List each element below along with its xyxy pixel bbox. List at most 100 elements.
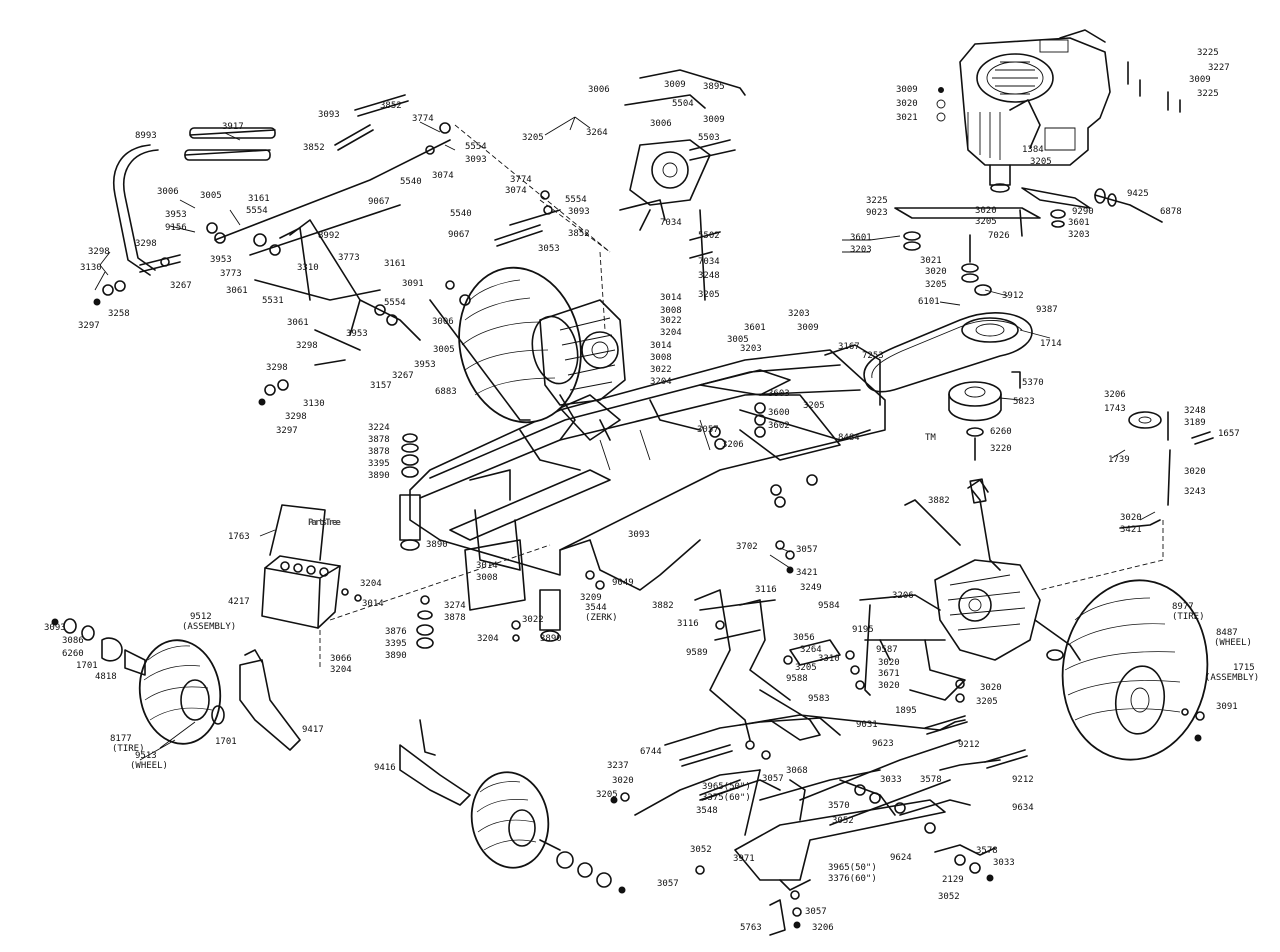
part-label: 3298 <box>88 247 110 257</box>
part-label: 3225 <box>1197 48 1219 58</box>
part-label: 3205 <box>596 790 618 800</box>
part-label: 8992 <box>318 231 340 241</box>
part-label: 3243 <box>1184 487 1206 497</box>
part-label: 3953 <box>210 255 232 265</box>
part-label: 3548 <box>696 806 718 816</box>
engine-mount-plate <box>894 207 1041 219</box>
part-label: 3298 <box>296 341 318 351</box>
part-label: 9583 <box>808 694 830 704</box>
part-label: 1657 <box>1218 429 1240 439</box>
engine-pto-shaft <box>1094 194 1163 223</box>
part-label: 3890 <box>385 651 407 661</box>
deck-hanger-frame <box>734 769 946 936</box>
part-label: 3209 <box>580 593 602 603</box>
part-label: 9513 <box>135 751 157 761</box>
part-label: 3020 <box>925 267 947 277</box>
battery <box>261 555 341 629</box>
part-label: 3267 <box>170 281 192 291</box>
part-label: 3220 <box>990 444 1012 454</box>
part-label: 3895 <box>703 82 725 92</box>
hand-control-bar <box>113 127 276 276</box>
part-label: 9634 <box>1012 803 1034 813</box>
part-label: 3093 <box>568 207 590 217</box>
tie-rods <box>634 714 1001 856</box>
part-label: 3206 <box>812 923 834 933</box>
part-label: 3249 <box>800 583 822 593</box>
part-label: 3204 <box>330 665 352 675</box>
part-label: 3204 <box>360 579 382 589</box>
part-label: 3774 <box>510 175 532 185</box>
rear-left-wheel <box>458 266 582 424</box>
part-label: 3021 <box>896 113 918 123</box>
front-center-wheel <box>470 771 550 869</box>
part-label: 3953 <box>165 210 187 220</box>
part-label: 3204 <box>650 377 672 387</box>
control-shafts <box>139 139 531 421</box>
engine-isolators <box>903 209 1066 296</box>
fuel-tank-bracket <box>464 539 526 611</box>
part-label: 3375(60") <box>702 793 751 803</box>
part-label: 3878 <box>368 435 390 445</box>
battery-holddown <box>269 504 326 561</box>
part-label: 5540 <box>400 177 422 187</box>
part-label: 3310 <box>297 263 319 273</box>
part-label: 3298 <box>285 412 307 422</box>
part-label: 9049 <box>612 578 634 588</box>
front-center-hardware <box>539 839 626 894</box>
part-label: 3009 <box>664 80 686 90</box>
part-label: 3014 <box>362 599 384 609</box>
watermark: PartsTree <box>308 518 341 528</box>
part-label: 7026 <box>988 231 1010 241</box>
part-label: 3203 <box>1068 230 1090 240</box>
part-label: 3008 <box>650 353 672 363</box>
seat-springs <box>399 433 561 649</box>
part-label: 6101 <box>918 297 940 307</box>
part-label: 3022 <box>650 365 672 375</box>
part-label: 9023 <box>866 208 888 218</box>
part-label: 6260 <box>62 649 84 659</box>
part-label: 9512 <box>190 612 212 622</box>
part-label: 1714 <box>1040 339 1062 349</box>
part-label: 3917 <box>222 122 244 132</box>
part-label: 3057 <box>762 774 784 784</box>
part-label: 5554 <box>246 206 268 216</box>
part-label: 3206 <box>892 591 914 601</box>
part-label: 3203 <box>788 309 810 319</box>
part-label: 3601 <box>744 323 766 333</box>
part-label: 3091 <box>402 279 424 289</box>
watermark-trademark: TM <box>925 433 936 443</box>
part-label: 3702 <box>736 542 758 552</box>
part-label: 3061 <box>226 286 248 296</box>
shift-lever <box>904 478 1001 571</box>
part-label: 3601 <box>1068 218 1090 228</box>
rear-right-wheel <box>1061 579 1209 761</box>
pivot-arm <box>859 594 966 701</box>
part-label: 1743 <box>1104 404 1126 414</box>
part-label: 9290 <box>1072 207 1094 217</box>
part-label: 3130 <box>80 263 102 273</box>
leader-lines <box>94 116 1156 761</box>
part-label: 9623 <box>872 739 894 749</box>
part-label: 3006 <box>432 317 454 327</box>
idler-pulley <box>1039 411 1214 591</box>
part-label: 3298 <box>135 239 157 249</box>
part-label: 1384 <box>1022 145 1044 155</box>
part-label: 3093 <box>44 623 66 633</box>
part-label: 3091 <box>1216 702 1238 712</box>
part-label: 8484 <box>838 433 860 443</box>
part-label: 9031 <box>856 720 878 730</box>
transaxle <box>539 299 626 441</box>
part-label: 3578 <box>976 846 998 856</box>
part-label: 3953 <box>414 360 436 370</box>
part-label: 3206 <box>722 440 744 450</box>
part-label: 3020 <box>980 683 1002 693</box>
part-label: 9416 <box>374 763 396 773</box>
part-label: 3009 <box>896 85 918 95</box>
part-label: 3971 <box>733 854 755 864</box>
part-label: 3074 <box>505 186 527 196</box>
part-label: (ZERK) <box>585 613 618 623</box>
part-label: 9589 <box>686 648 708 658</box>
part-label: 8977 <box>1172 602 1194 612</box>
part-label: 3953 <box>346 329 368 339</box>
